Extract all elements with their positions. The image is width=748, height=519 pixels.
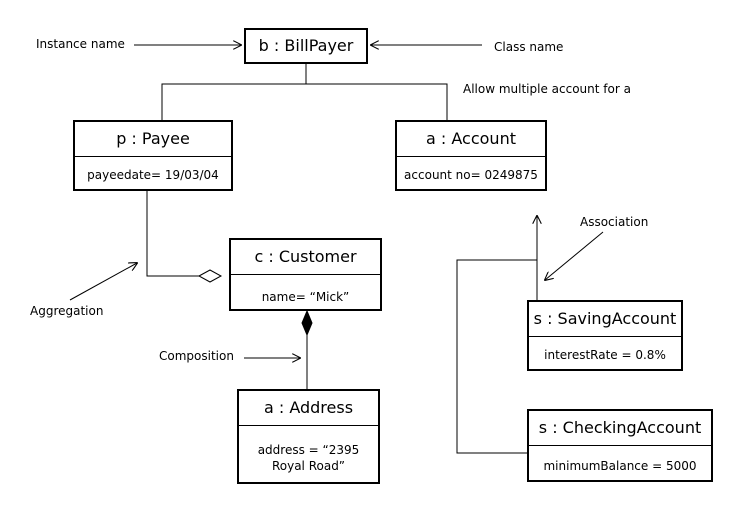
aggregation-pointer-arrow <box>69 263 137 301</box>
aggregation-diamond <box>197 269 223 283</box>
composition-diamond <box>301 309 313 337</box>
billpayer-name: b : BillPayer <box>258 36 354 55</box>
aggregation-label: Aggregation <box>30 304 104 318</box>
association-label: Association <box>580 215 649 229</box>
instance-name-label: Instance name <box>36 37 125 51</box>
customer-object: c : Customer name= “Mick” <box>229 238 382 311</box>
saving-account-object: s : SavingAccount interestRate = 0.8% <box>527 300 683 371</box>
account-attributes: account no= 0249875 <box>404 168 538 182</box>
checking-account-object: s : CheckingAccount minimumBalance = 500… <box>527 409 713 482</box>
saving-account-attributes: interestRate = 0.8% <box>544 348 666 362</box>
customer-attributes: name= “Mick” <box>261 290 350 304</box>
account-object: a : Account account no= 0249875 <box>395 120 547 191</box>
association-link <box>456 259 537 454</box>
aggregation-link <box>146 190 199 277</box>
address-name: a : Address <box>239 391 378 426</box>
address-object: a : Address address = “2395 Royal Road” <box>237 389 380 484</box>
payee-attributes: payeedate= 19/03/04 <box>87 168 219 182</box>
payee-name: p : Payee <box>75 122 231 157</box>
checking-account-attributes: minimumBalance = 5000 <box>543 459 697 473</box>
saving-account-name: s : SavingAccount <box>529 302 681 337</box>
payee-object: p : Payee payeedate= 19/03/04 <box>73 120 233 191</box>
multiple-account-label: Allow multiple account for a <box>463 82 631 96</box>
composition-label: Composition <box>159 349 234 363</box>
address-attributes: address = “2395 Royal Road” <box>257 443 360 473</box>
customer-name: c : Customer <box>231 240 380 275</box>
association-pointer-arrow <box>545 231 604 280</box>
checking-account-name: s : CheckingAccount <box>529 411 711 446</box>
billpayer-object: b : BillPayer <box>244 28 368 64</box>
class-name-label: Class name <box>494 40 564 54</box>
billpayer-link <box>161 83 448 120</box>
account-name: a : Account <box>397 122 545 157</box>
